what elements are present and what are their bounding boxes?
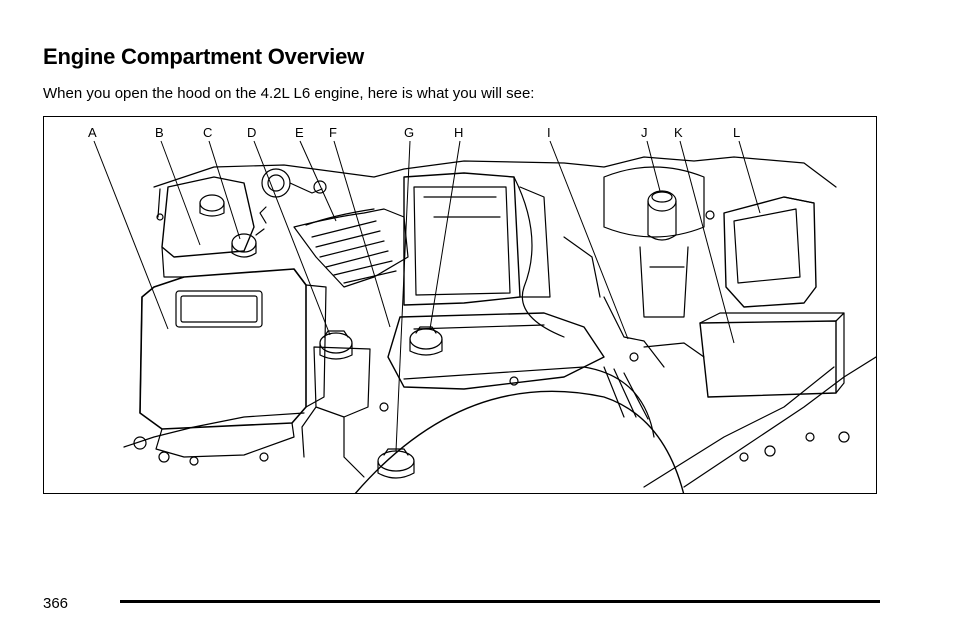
leader-a <box>93 140 169 330</box>
battery <box>699 312 845 398</box>
page-number: 366 <box>43 595 69 612</box>
leader-l <box>738 140 761 214</box>
callout-label-b: B <box>155 125 164 140</box>
leader-e <box>299 140 337 222</box>
engine-diagram-svg: A B C D E F G H I J K L <box>88 125 876 493</box>
callout-label-d: D <box>247 125 256 140</box>
leader-d <box>253 140 331 336</box>
intake-duct <box>259 168 409 288</box>
engine-oil-fill-cap <box>409 326 443 356</box>
callout-label-f: F <box>329 125 337 140</box>
callout-label-h: H <box>454 125 463 140</box>
leader-b <box>160 140 201 246</box>
cooling-fan <box>354 366 685 493</box>
coolant-recovery-cap <box>231 228 265 258</box>
callout-labels: A B C D E F G H I J K L <box>88 125 740 140</box>
callout-label-c: C <box>203 125 212 140</box>
callout-label-g: G <box>404 125 414 140</box>
leader-j <box>646 140 661 192</box>
hardware-details <box>133 352 850 466</box>
intro-text: When you open the hood on the 4.2L L6 en… <box>43 85 535 102</box>
callout-label-i: I <box>547 125 551 140</box>
leader-h <box>429 140 461 330</box>
air-cleaner-housing <box>139 268 327 458</box>
lower-frame-right <box>683 356 876 488</box>
callout-label-j: J <box>641 125 648 140</box>
page-title: Engine Compartment Overview <box>43 44 365 69</box>
lower-frame-right-2 <box>643 366 835 488</box>
callout-label-a: A <box>88 125 97 140</box>
leader-k <box>679 140 735 344</box>
leader-i <box>549 140 629 340</box>
callout-label-l: L <box>733 125 740 140</box>
wiring-harness <box>513 176 705 368</box>
washer-fluid-reservoir <box>156 176 255 278</box>
callout-leaders <box>93 140 761 452</box>
leader-g <box>395 140 411 452</box>
leader-c <box>208 140 241 240</box>
brake-fluid-reservoir <box>301 330 371 478</box>
lower-frame-left <box>123 412 305 448</box>
underhood-fuse-block <box>705 196 817 308</box>
engine-bay-edge <box>153 156 837 188</box>
callout-label-k: K <box>674 125 683 140</box>
engine-cover <box>387 172 605 390</box>
callout-label-e: E <box>295 125 304 140</box>
power-steering-reservoir <box>603 166 705 318</box>
engine-compartment-illustration: A B C D E F G H I J K L <box>43 116 877 494</box>
leader-f <box>333 140 391 328</box>
footer-rule <box>120 600 880 603</box>
